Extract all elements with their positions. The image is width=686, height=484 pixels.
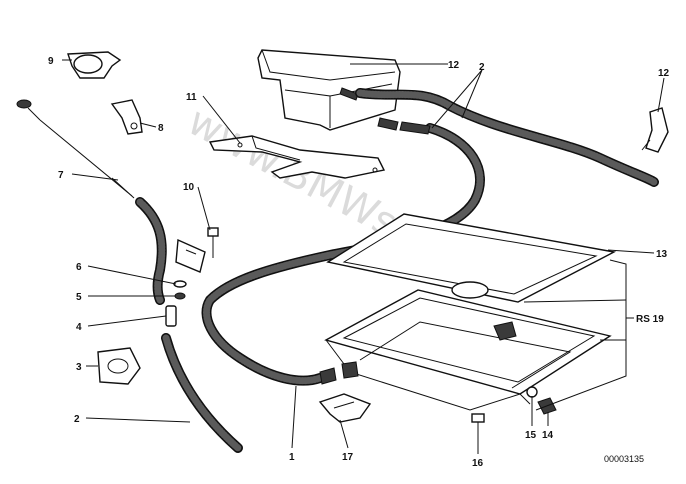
callout-4: 4 (76, 322, 82, 333)
callout-10: 10 (183, 182, 195, 193)
part-1-return-hose (201, 121, 485, 386)
callout-7: 7 (58, 170, 64, 181)
part-18-fitting (341, 361, 359, 379)
part-9-clamp (67, 51, 122, 79)
part-7-dipstick (16, 99, 135, 199)
dipstick-guide-tube (135, 197, 206, 305)
part-12-oil-reservoir (257, 49, 401, 131)
callout-9: 9 (48, 56, 54, 67)
part-5-ring (174, 292, 186, 300)
part-18-bracket (318, 393, 372, 423)
part-16-washer (526, 386, 538, 398)
callout-2-lower: 2 (74, 414, 80, 425)
part-13-clip (641, 107, 669, 153)
callout-5: 5 (76, 292, 82, 303)
drawing-number: 00003135 (604, 454, 644, 464)
callout-8: 8 (158, 123, 164, 134)
callout-2-upper: 2 (479, 62, 485, 73)
part-4-fitting (165, 305, 177, 327)
callout-17: 16 (472, 458, 484, 469)
callout-rs19: RS 19 (636, 314, 664, 325)
callout-14: 13 (656, 249, 668, 260)
callout-12: 12 (448, 60, 460, 71)
part-2-hose-upper (355, 88, 659, 187)
part-11-bracket (208, 135, 386, 179)
part-10-bolt (207, 227, 219, 258)
callout-18: 17 (342, 452, 354, 463)
callout-11: 11 (186, 92, 197, 103)
leader-lines (62, 59, 665, 454)
oil-pan (324, 281, 612, 411)
callout-1: 1 (289, 452, 295, 463)
callout-6: 6 (76, 262, 82, 273)
callout-13: 12 (658, 68, 670, 79)
callout-16: 15 (525, 430, 537, 441)
part-17-drain-bolt (471, 413, 485, 438)
part-2-hose-lower (161, 333, 243, 453)
part-3-clamp (97, 347, 141, 385)
part-8-clip (110, 99, 143, 135)
callout-15: 14 (542, 430, 554, 441)
callout-3: 3 (76, 362, 82, 373)
